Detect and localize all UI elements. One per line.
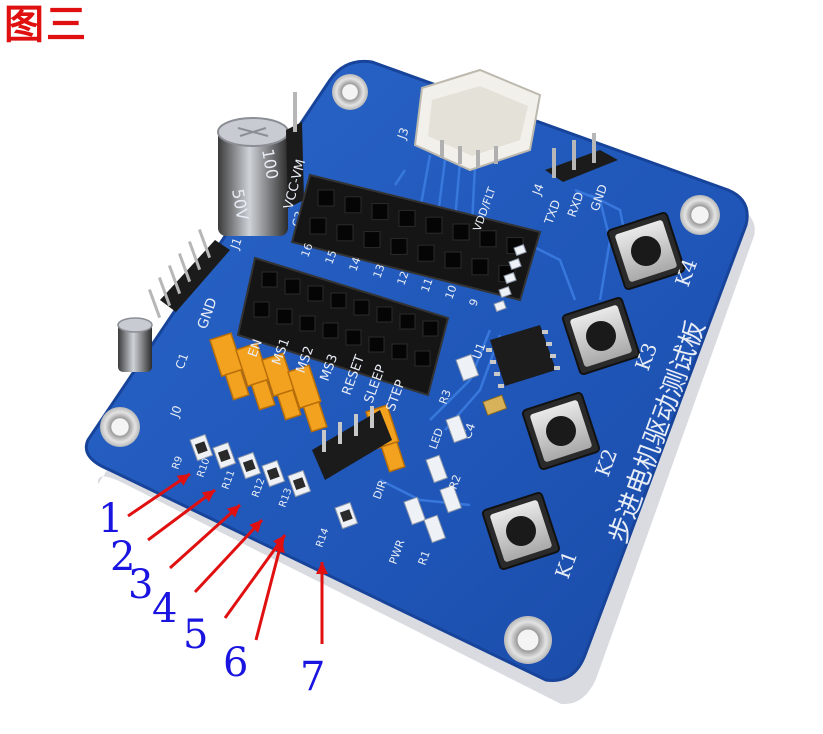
push-buttons — [481, 211, 686, 571]
pin-number: 9 — [467, 297, 482, 308]
pin-number: 11 — [419, 276, 436, 294]
callout: 6 — [223, 539, 285, 686]
capacitor-c1 — [117, 317, 153, 372]
callout-number: 3 — [128, 562, 153, 608]
resistor — [287, 469, 312, 498]
callout-arrow-head — [316, 562, 328, 574]
label-j3: J3 — [394, 126, 411, 142]
resistor-r3 — [455, 353, 480, 382]
callout-arrow-head — [249, 520, 262, 533]
callout-number: 6 — [223, 640, 248, 686]
label-j4: J4 — [529, 182, 546, 198]
callout-number: 2 — [110, 534, 135, 580]
push-button — [521, 391, 601, 471]
connector-j1 — [148, 228, 230, 319]
led-column — [493, 243, 527, 313]
mounting-hole-top — [332, 74, 368, 110]
figure-title: 图三 — [4, 2, 88, 48]
callout: 2 — [110, 488, 216, 580]
callout-number: 1 — [98, 496, 123, 542]
label-j0: J0 — [167, 404, 184, 420]
ic-u1 — [486, 325, 560, 388]
jumper-cap — [235, 342, 276, 411]
mounting-hole-right — [680, 195, 720, 235]
callout-arrow-head — [227, 505, 240, 518]
pin-number: 10 — [443, 283, 460, 301]
resistor-row — [189, 433, 359, 530]
jumper-cap — [209, 332, 250, 401]
resistor — [261, 459, 286, 488]
callout-arrow-head — [273, 540, 285, 554]
resistor — [212, 441, 237, 470]
led-indicators — [403, 414, 469, 544]
callout: 7 — [300, 562, 328, 700]
mounting-hole-left — [100, 407, 140, 447]
label-u1: U1 — [470, 341, 489, 361]
header-pin-numbers: 16 15 14 13 12 11 10 9 — [299, 241, 482, 308]
callout-number: 4 — [152, 586, 177, 632]
callout-arrow-head — [201, 490, 215, 502]
push-button — [481, 491, 561, 571]
label-en: EN — [246, 337, 266, 359]
pin-number: 13 — [371, 262, 388, 280]
mounting-hole-bottom — [504, 616, 552, 664]
callout: 1 — [98, 472, 191, 542]
pin-number: 12 — [395, 269, 412, 287]
female-header-bottom — [236, 256, 450, 397]
resistor — [334, 501, 359, 530]
jumper-cap — [287, 364, 328, 433]
connector-j4 — [545, 133, 618, 182]
resistor — [189, 433, 214, 462]
pin-header-signal — [312, 406, 392, 480]
pin-number: 15 — [323, 248, 340, 266]
push-button — [606, 211, 686, 291]
label-dir: DIR — [371, 478, 390, 501]
callout: 3 — [128, 503, 242, 608]
pin-header-vcc — [286, 92, 304, 208]
label-r1: R1 — [416, 549, 433, 567]
callout-arrow-head — [176, 474, 190, 486]
callout: 4 — [152, 518, 264, 632]
push-button — [561, 296, 641, 376]
label-j1: J1 — [227, 236, 244, 252]
label-r2: R2 — [447, 473, 464, 491]
capacitor-c4 — [482, 394, 508, 416]
callout-number: 5 — [183, 612, 208, 658]
callout-number: 7 — [300, 654, 325, 700]
label-c1: C1 — [173, 351, 192, 371]
label-r3: R3 — [437, 388, 454, 406]
connector-j3 — [413, 68, 542, 172]
pin-number: 14 — [347, 255, 364, 273]
resistor — [237, 451, 262, 480]
label-r9: R9 — [170, 455, 185, 471]
pin-number: 16 — [299, 241, 316, 259]
female-header-top — [290, 173, 542, 302]
